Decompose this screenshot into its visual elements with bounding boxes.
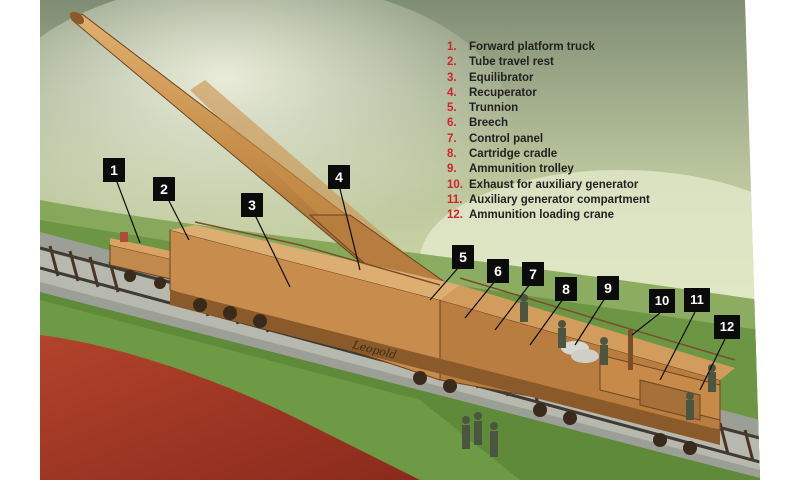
callout-4: 4 [328,165,350,189]
legend-label: Ammunition loading crane [469,209,615,222]
legend-label: Equilibrator [469,71,534,84]
legend-number: 12. [447,209,463,222]
callout-10: 10 [649,289,675,313]
callout-6: 6 [487,259,509,283]
legend-item: 8. Cartridge cradle [447,147,650,162]
legend-number: 1. [447,41,457,53]
legend-label: Forward platform truck [469,41,595,53]
callout-3: 3 [241,193,263,217]
callout-5: 5 [452,245,474,269]
legend-item: 4. Recuperator [447,86,650,101]
legend-item: 2. Tube travel rest [447,55,650,70]
callout-9: 9 [597,276,619,300]
parts-legend: 1. Forward platform truck 2. Tube travel r… [447,40,650,224]
legend-label: Recuperator [469,86,537,99]
legend-number: 4. [447,86,457,99]
legend-item: 11. Auxiliary generator compartment [447,193,650,208]
legend-number: 5. [447,102,457,115]
legend-label: Ammunition trolley [469,163,574,176]
callout-8: 8 [555,277,577,301]
callout-7: 7 [522,262,544,286]
legend-number: 9. [447,163,457,176]
callout-2: 2 [153,177,175,201]
legend-item: 12. Ammunition loading crane [447,208,650,223]
legend-label: Exhaust for auxiliary generator [469,178,639,191]
legend-label: Control panel [469,132,544,145]
legend-label: Trunnion [469,102,519,115]
legend-item: 1. Forward platform truck [447,40,650,55]
crew-figures [462,294,716,457]
callout-12: 12 [714,315,740,339]
callout-1: 1 [103,158,125,182]
legend-label: Auxiliary generator compartment [469,193,650,206]
legend-number: 7. [447,132,457,145]
legend-item: 9. Ammunition trolley [447,162,650,177]
legend-label: Cartridge cradle [469,148,558,161]
legend-label: Tube travel rest [469,56,554,69]
legend-item: 5. Trunnion [447,101,650,116]
legend-item: 10. Exhaust for auxiliary generator [447,178,650,193]
leader-lines [116,181,726,391]
legend-item: 3. Equilibrator [447,71,650,86]
legend-number: 3. [447,71,457,84]
legend-number: 2. [447,56,457,69]
legend-number: 6. [447,117,457,130]
legend-item: 6. Breech [447,116,650,131]
legend-number: 8. [447,148,457,161]
callout-11: 11 [684,288,710,312]
legend-number: 11. [447,193,463,206]
forward-platform-truck [109,232,176,289]
legend-item: 7. Control panel [447,132,650,147]
legend-label: Breech [469,117,508,130]
legend-number: 10. [447,178,463,191]
